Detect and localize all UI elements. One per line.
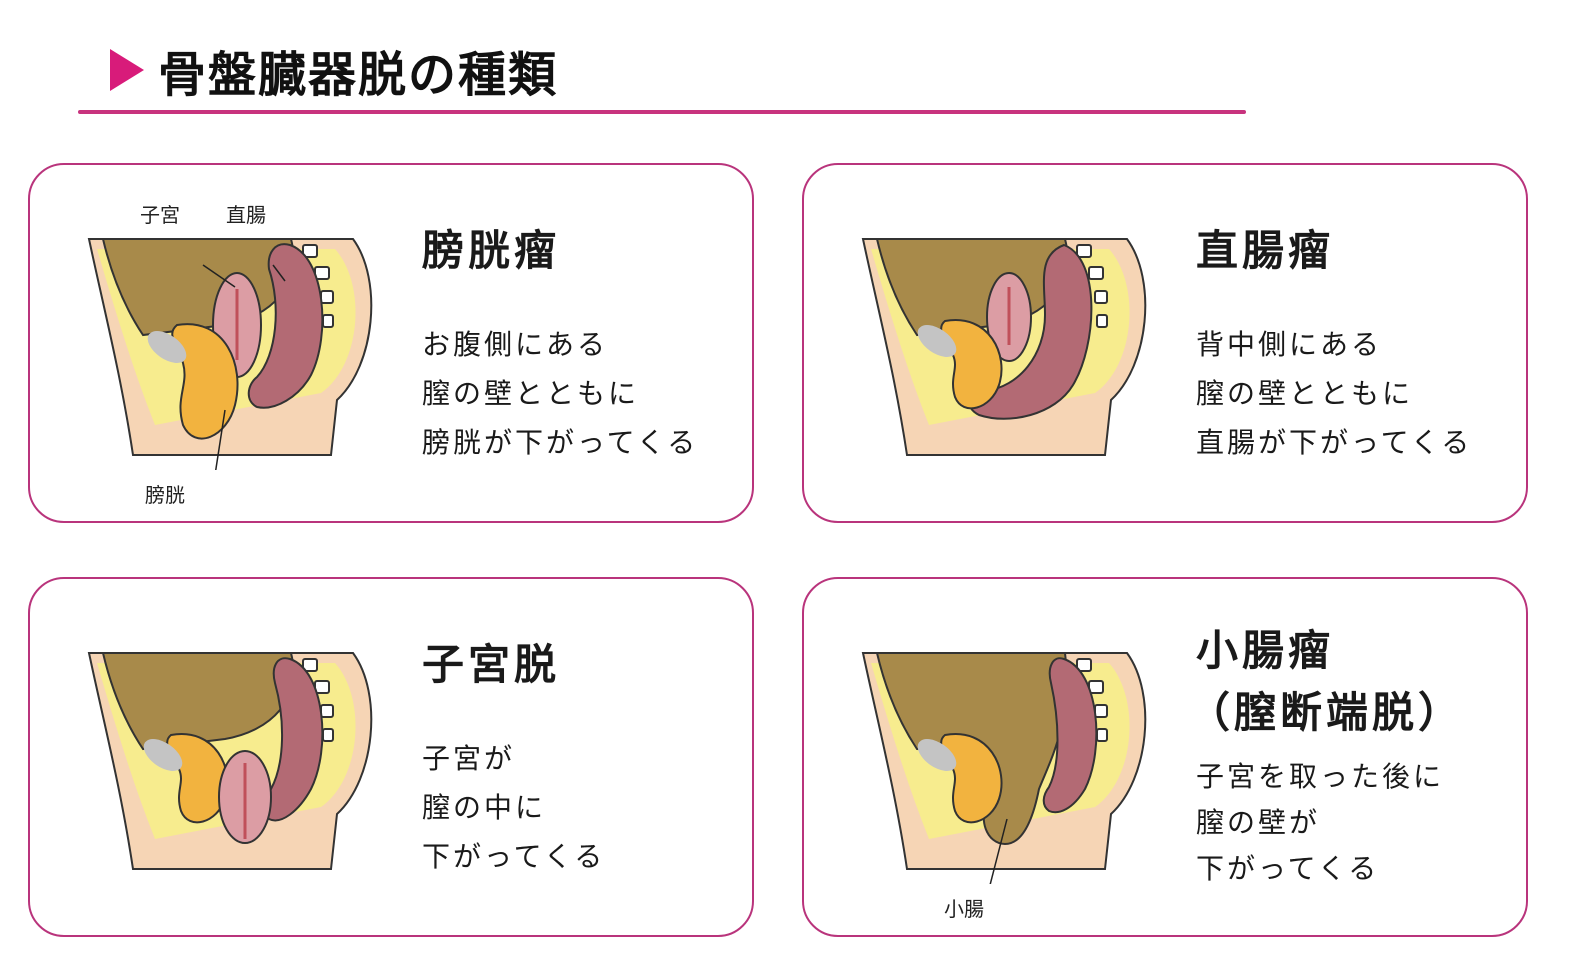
card-cystocele: 子宮 直腸 膀胱 膀胱瘤 お腹側にある 膣の壁とともに 膀胱が下がってくる xyxy=(28,163,754,523)
label-uterus: 子宮 xyxy=(140,203,180,227)
card-rectocele: 直腸瘤 背中側にある 膣の壁とともに 直腸が下がってくる xyxy=(802,163,1528,523)
pelvis-illustration xyxy=(85,225,385,470)
pelvis-illustration xyxy=(85,639,385,884)
card-enterocele: 小腸 小腸瘤 （膣断端脱） 子宮を取った後に 膣の壁が 下がってくる xyxy=(802,577,1528,937)
page-title: 骨盤臓器脱の種類 xyxy=(158,47,559,103)
card-description: お腹側にある 膣の壁とともに 膀胱が下がってくる xyxy=(422,328,699,459)
card-description: 背中側にある 膣の壁とともに 直腸が下がってくる xyxy=(1196,328,1473,459)
label-bladder: 膀胱 xyxy=(145,483,185,507)
label-rectum: 直腸 xyxy=(226,203,266,227)
card-title: 直腸瘤 xyxy=(1196,226,1335,275)
label-small-intestine: 小腸 xyxy=(944,897,984,921)
header-divider xyxy=(78,110,1246,114)
pelvis-illustration xyxy=(859,639,1159,884)
card-uterine-prolapse: 子宮脱 子宮が 膣の中に 下がってくる xyxy=(28,577,754,937)
card-description: 子宮を取った後に 膣の壁が 下がってくる xyxy=(1196,760,1445,885)
page-header: 骨盤臓器脱の種類 xyxy=(110,40,558,103)
play-triangle-icon xyxy=(110,49,144,91)
card-title: 小腸瘤 xyxy=(1196,626,1335,675)
card-title: 子宮脱 xyxy=(422,640,561,689)
card-description: 子宮が 膣の中に 下がってくる xyxy=(422,742,606,873)
pelvis-illustration xyxy=(859,225,1159,470)
card-subtitle: （膣断端脱） xyxy=(1188,688,1465,737)
card-title: 膀胱瘤 xyxy=(422,226,561,275)
